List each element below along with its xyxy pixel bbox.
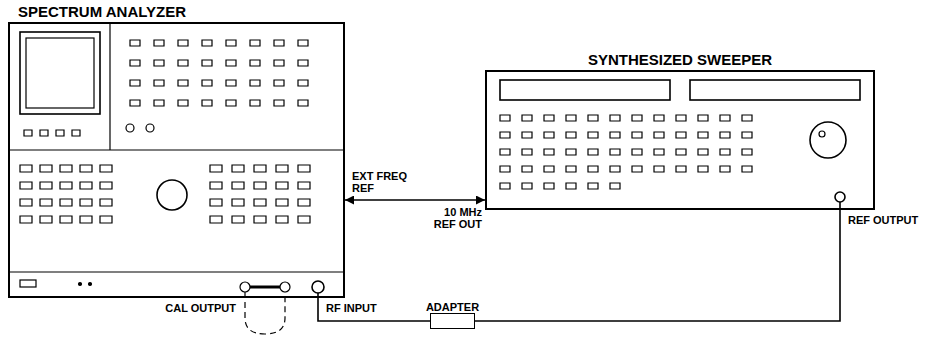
rf-cable: [475, 210, 840, 321]
port-label: 10 MHz REF OUT: [428, 206, 482, 230]
instrument-name: SYNTHESIZED SWEEPER: [588, 51, 772, 68]
knob: [126, 124, 134, 132]
button-row: [500, 132, 752, 138]
button-row: [210, 216, 310, 223]
port-label: EXT FREQ REF: [352, 170, 414, 194]
tuning-knob: [810, 122, 846, 158]
button-row: [500, 149, 752, 155]
button-row: [500, 166, 752, 172]
tuning-knob: [157, 180, 187, 210]
jumper-link: [250, 286, 280, 289]
display-screen: [20, 32, 100, 114]
reference-cable: [345, 199, 485, 201]
button-row: [500, 183, 620, 189]
button-row: [130, 80, 308, 86]
ref-output-jack: [835, 192, 845, 202]
rf-input-jack: [312, 281, 324, 293]
indicator-dot: [79, 283, 82, 286]
button-row: [130, 100, 308, 106]
instrument-name: SPECTRUM ANALYZER: [18, 3, 186, 20]
panel-divider: [8, 271, 345, 272]
input-jack: [280, 282, 290, 292]
analyzer-housing: SPECTRUM ANALYZER: [8, 22, 345, 298]
port-label: CAL OUTPUT: [156, 302, 236, 314]
sweeper-housing: SYNTHESIZED SWEEPER: [485, 70, 875, 210]
adapter-box: ADAPTER: [430, 313, 475, 329]
power-switch: [20, 280, 36, 287]
cal-output-jack: [240, 282, 250, 292]
panel-divider: [8, 149, 345, 150]
dashed-cable: [245, 292, 285, 334]
instrument-name: ADAPTER: [426, 301, 479, 313]
button-row: [210, 199, 310, 206]
button-row: [130, 60, 308, 66]
port-label: REF OUTPUT: [848, 214, 928, 226]
button-row: [20, 216, 112, 223]
knob: [146, 124, 154, 132]
display-screen: [26, 38, 94, 108]
button-row: [500, 115, 752, 121]
indicator-dot: [89, 283, 92, 286]
readout-display: [500, 80, 670, 100]
button-row: [130, 40, 308, 46]
button-row: [20, 165, 112, 172]
button-row: [20, 182, 112, 189]
button-row: [210, 182, 310, 189]
rf-cable: [318, 298, 430, 321]
panel-divider: [109, 24, 110, 150]
readout-display: [690, 80, 860, 100]
button-row: [210, 165, 310, 172]
button-row: [24, 130, 80, 136]
button-row: [20, 199, 112, 206]
knob-dimple: [819, 131, 825, 137]
port-label: RF INPUT: [326, 302, 396, 314]
